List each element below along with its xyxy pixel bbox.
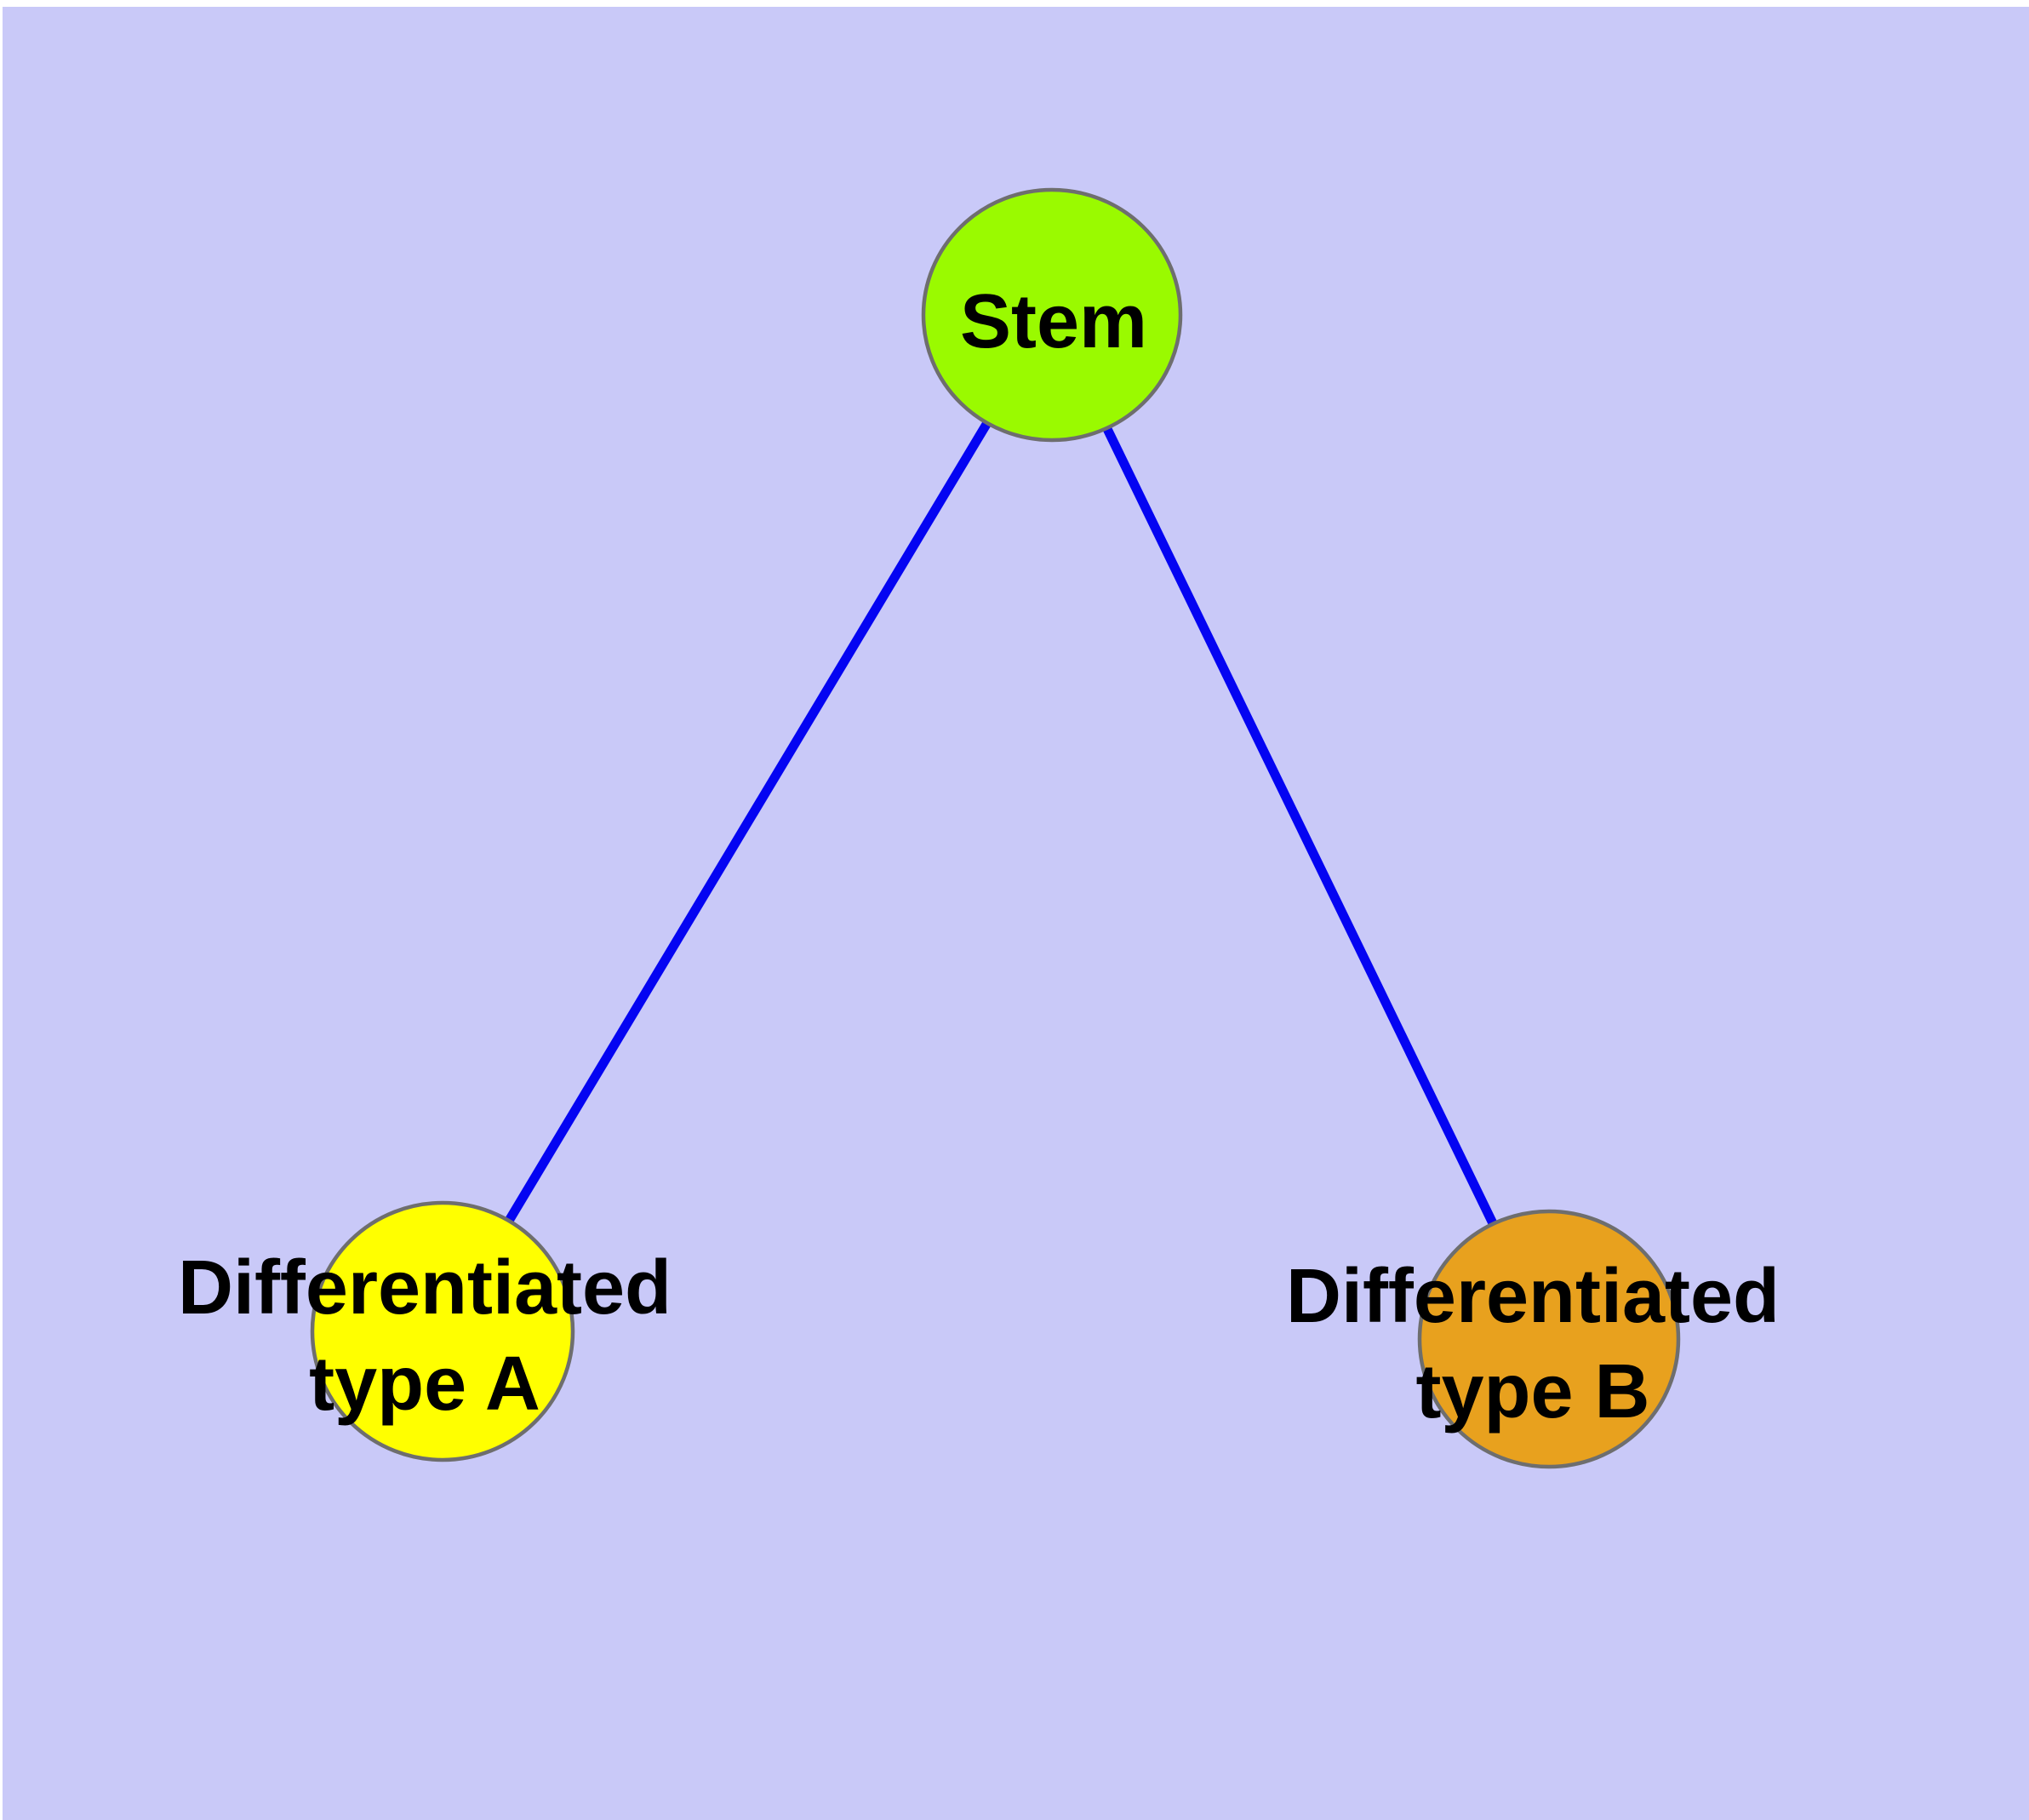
node-type-a-label-line1: Differentiated [178,1245,672,1331]
node-differentiated-type-a [310,1200,575,1462]
node-differentiated-type-b [1417,1209,1681,1469]
node-type-b-label-line2: type B [1415,1349,1649,1434]
edge-stem-to-type-a [437,310,1057,1336]
edge-stem-to-type-b [1047,310,1554,1344]
node-stem-label: Stem [960,279,1147,364]
node-type-a-label-line2: type A [309,1342,540,1427]
node-type-b-label-line1: Differentiated [1286,1254,1780,1339]
node-stem [921,187,1183,443]
